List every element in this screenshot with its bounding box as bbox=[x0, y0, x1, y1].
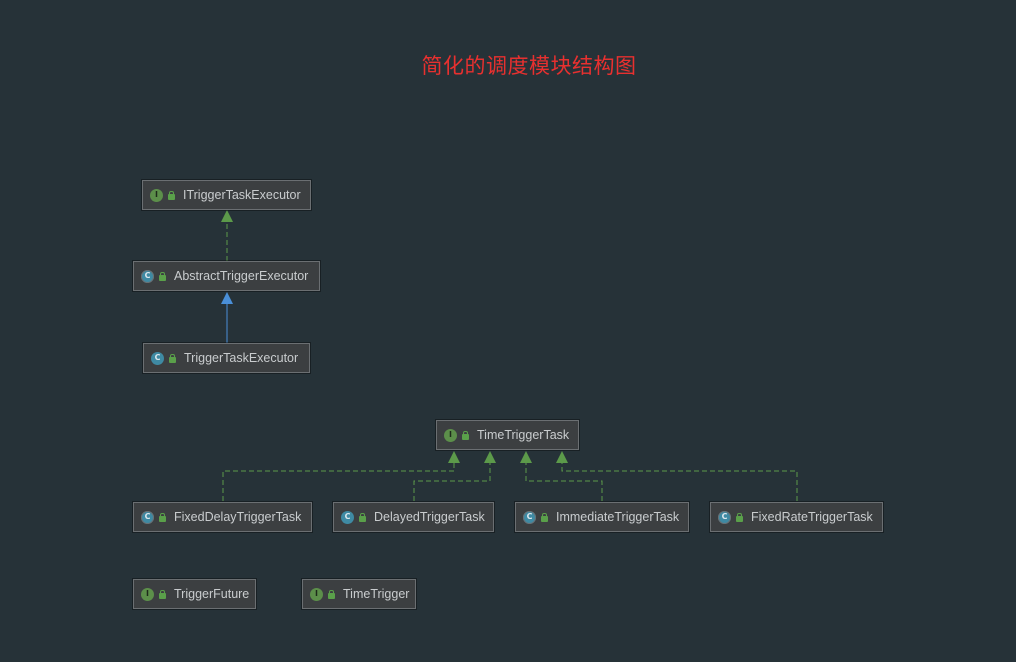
edge-abstracttriggerexecutor-implements-itriggertaskexecutor bbox=[221, 210, 233, 261]
public-lock-icon bbox=[462, 430, 470, 440]
public-lock-icon bbox=[159, 589, 167, 599]
node-label: AbstractTriggerExecutor bbox=[174, 269, 309, 283]
node-itriggertaskexecutor[interactable]: I ITriggerTaskExecutor bbox=[142, 180, 311, 210]
edge-fixeddelaytriggertask-implements-timetriggertask bbox=[222, 451, 460, 501]
edge-immediatetriggertask-implements-timetriggertask bbox=[520, 451, 603, 501]
abstract-class-icon: C bbox=[141, 269, 154, 283]
node-label: TriggerTaskExecutor bbox=[184, 351, 299, 365]
node-label: TimeTriggerTask bbox=[477, 428, 570, 442]
edge-triggertaskexecutor-extends-abstracttriggerexecutor bbox=[221, 292, 233, 343]
node-label: ITriggerTaskExecutor bbox=[183, 188, 301, 202]
node-abstracttriggerexecutor[interactable]: C AbstractTriggerExecutor bbox=[133, 261, 320, 291]
node-immediatetriggertask[interactable]: C ImmediateTriggerTask bbox=[515, 502, 689, 532]
node-label: TimeTrigger bbox=[343, 587, 410, 601]
class-icon: C bbox=[341, 510, 354, 524]
node-fixedratetriggertask[interactable]: C FixedRateTriggerTask bbox=[710, 502, 883, 532]
abstract-class-icon: C bbox=[523, 510, 536, 524]
node-delayedtriggertask[interactable]: C DelayedTriggerTask bbox=[333, 502, 494, 532]
abstract-class-icon: C bbox=[141, 510, 154, 524]
public-lock-icon bbox=[359, 512, 367, 522]
edge-delayedtriggertask-implements-timetriggertask bbox=[413, 451, 496, 501]
public-lock-icon bbox=[168, 190, 176, 200]
interface-icon: I bbox=[141, 587, 154, 601]
node-label: TriggerFuture bbox=[174, 587, 250, 601]
public-lock-icon bbox=[169, 353, 177, 363]
node-fixeddelaytriggertask[interactable]: C FixedDelayTriggerTask bbox=[133, 502, 312, 532]
public-lock-icon bbox=[541, 512, 549, 522]
node-triggerfuture[interactable]: I TriggerFuture bbox=[133, 579, 256, 609]
node-label: ImmediateTriggerTask bbox=[556, 510, 680, 524]
class-icon: C bbox=[151, 351, 164, 365]
public-lock-icon bbox=[159, 512, 167, 522]
public-lock-icon bbox=[159, 271, 167, 281]
diagram-title: 简化的调度模块结构图 bbox=[421, 54, 637, 78]
interface-icon: I bbox=[150, 188, 163, 202]
edge-fixedratetriggertask-implements-timetriggertask bbox=[556, 451, 798, 501]
public-lock-icon bbox=[328, 589, 336, 599]
node-label: FixedRateTriggerTask bbox=[751, 510, 873, 524]
node-label: DelayedTriggerTask bbox=[374, 510, 485, 524]
interface-icon: I bbox=[444, 428, 457, 442]
node-timetriggertask[interactable]: I TimeTriggerTask bbox=[436, 420, 579, 450]
interface-icon: I bbox=[310, 587, 323, 601]
public-lock-icon bbox=[736, 512, 744, 522]
node-triggertaskexecutor[interactable]: C TriggerTaskExecutor bbox=[143, 343, 310, 373]
abstract-class-icon: C bbox=[718, 510, 731, 524]
node-timetrigger[interactable]: I TimeTrigger bbox=[302, 579, 416, 609]
node-label: FixedDelayTriggerTask bbox=[174, 510, 302, 524]
